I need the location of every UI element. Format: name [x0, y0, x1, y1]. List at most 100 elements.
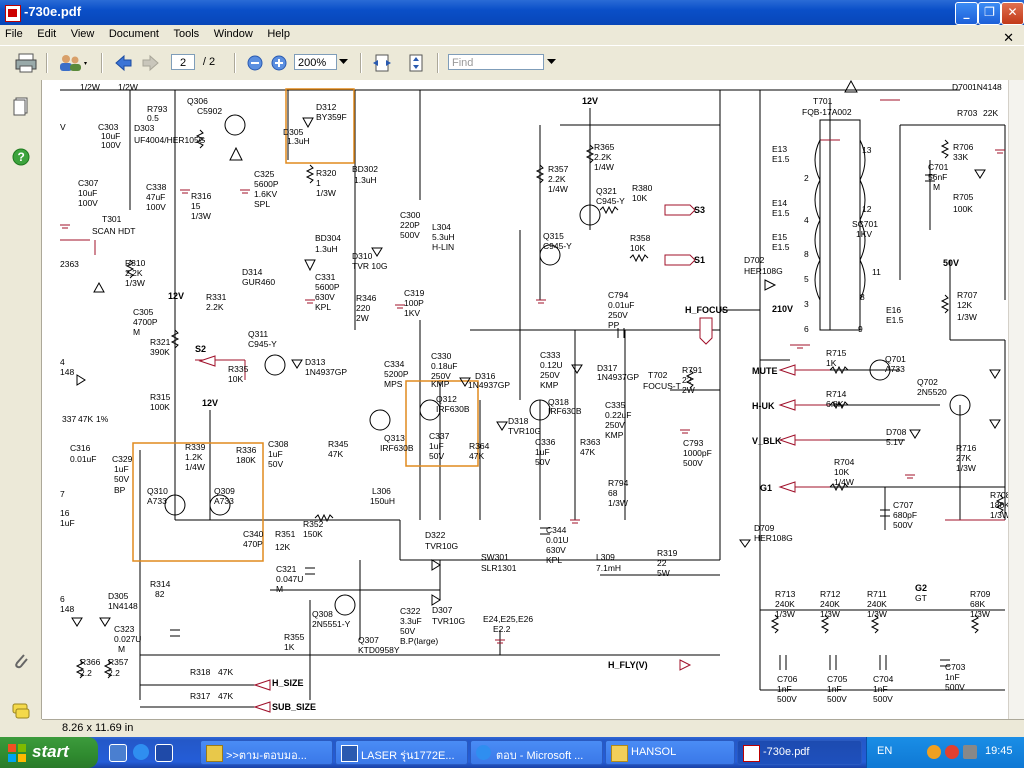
- svg-text:8: 8: [860, 292, 865, 302]
- svg-text:0.01U: 0.01U: [546, 535, 569, 545]
- menu-edit[interactable]: Edit: [37, 28, 57, 40]
- menu-tools[interactable]: Tools: [173, 28, 200, 40]
- start-button[interactable]: start: [0, 737, 98, 768]
- svg-text:Q308: Q308: [312, 609, 333, 619]
- comments-icon[interactable]: [11, 701, 31, 721]
- svg-text:A733: A733: [214, 496, 234, 506]
- zoom-input[interactable]: 200%: [294, 54, 337, 70]
- menu-file[interactable]: File: [5, 28, 23, 40]
- menu-document[interactable]: Document: [108, 28, 159, 40]
- svg-text:1.3uH: 1.3uH: [315, 244, 338, 254]
- svg-text:50V: 50V: [429, 451, 444, 461]
- pages-icon[interactable]: [11, 96, 31, 116]
- svg-text:D316: D316: [475, 371, 496, 381]
- task-outlook[interactable]: >>ตาม-ตอบมอ...: [200, 740, 333, 765]
- print-button[interactable]: [12, 52, 40, 74]
- internet-explorer-icon[interactable]: [133, 744, 149, 760]
- language-indicator[interactable]: EN: [877, 745, 893, 757]
- find-input[interactable]: Find: [448, 54, 544, 70]
- svg-text:630V: 630V: [546, 545, 566, 555]
- svg-text:16: 16: [60, 508, 70, 518]
- help-icon[interactable]: ?: [11, 147, 31, 167]
- vertical-scrollbar[interactable]: [1008, 80, 1024, 719]
- find-people-button[interactable]: [56, 52, 90, 74]
- svg-text:SC701: SC701: [852, 219, 878, 229]
- svg-text:680pF: 680pF: [893, 510, 917, 520]
- zoom-in-button[interactable]: [268, 52, 290, 74]
- svg-text:1/3W: 1/3W: [775, 609, 795, 619]
- attachments-icon[interactable]: [11, 651, 31, 671]
- svg-text:10K: 10K: [632, 193, 647, 203]
- svg-text:KMP: KMP: [605, 430, 624, 440]
- menu-help[interactable]: Help: [267, 28, 290, 40]
- menu-window[interactable]: Window: [213, 28, 253, 40]
- zoom-dropdown[interactable]: [337, 54, 350, 70]
- volume-icon[interactable]: [963, 745, 977, 759]
- svg-text:5600P: 5600P: [315, 282, 340, 292]
- svg-text:5600P: 5600P: [254, 179, 279, 189]
- tray-app-icon[interactable]: [927, 745, 941, 759]
- fit-width-button[interactable]: [370, 52, 394, 74]
- minimize-button[interactable]: _: [955, 2, 978, 25]
- svg-text:R704: R704: [834, 457, 855, 467]
- svg-text:C307: C307: [78, 178, 99, 188]
- svg-text:C794: C794: [608, 290, 629, 300]
- svg-text:Q310: Q310: [147, 486, 168, 496]
- next-page-button[interactable]: [138, 52, 164, 74]
- svg-text:TVR10G: TVR10G: [432, 616, 465, 626]
- svg-text:R713: R713: [775, 589, 796, 599]
- svg-text:15: 15: [191, 201, 201, 211]
- zoom-out-button[interactable]: [244, 52, 266, 74]
- svg-text:R355: R355: [284, 632, 305, 642]
- maximize-button[interactable]: ❐: [978, 2, 1001, 25]
- svg-text:BP: BP: [114, 485, 126, 495]
- svg-text:M: M: [276, 584, 283, 594]
- task-browser[interactable]: ตอบ - Microsoft ...: [470, 740, 603, 765]
- svg-text:C338: C338: [146, 182, 167, 192]
- find-dropdown[interactable]: [545, 54, 558, 70]
- browser-icon: [476, 745, 491, 760]
- svg-text:R703: R703: [957, 108, 978, 118]
- svg-text:R711: R711: [867, 589, 887, 599]
- svg-text:Q702: Q702: [917, 377, 938, 387]
- task-word-laser[interactable]: LASER รุ่น1772E...: [335, 740, 468, 765]
- svg-text:2.2: 2.2: [80, 668, 92, 678]
- svg-text:100V: 100V: [146, 202, 166, 212]
- svg-text:R315: R315: [150, 392, 171, 402]
- svg-text:V_BLK: V_BLK: [752, 436, 782, 446]
- svg-text:R339: R339: [185, 442, 206, 452]
- svg-text:H_FOCUS: H_FOCUS: [685, 305, 728, 315]
- svg-text:2363: 2363: [60, 259, 79, 269]
- close-button[interactable]: ✕: [1001, 2, 1024, 25]
- taskbar: start >>ตาม-ตอบมอ... LASER รุ่น1772E... …: [0, 737, 1024, 768]
- previous-page-button[interactable]: [110, 52, 136, 74]
- tray-antivirus-icon[interactable]: [945, 745, 959, 759]
- svg-text:2.2K: 2.2K: [548, 174, 566, 184]
- media-player-icon[interactable]: [155, 744, 173, 762]
- svg-text:T301: T301: [102, 214, 122, 224]
- task-pdf[interactable]: -730e.pdf: [737, 740, 862, 765]
- svg-text:220: 220: [356, 303, 370, 313]
- svg-text:7: 7: [60, 489, 65, 499]
- svg-text:47K: 47K: [218, 691, 233, 701]
- svg-text:1KV: 1KV: [404, 308, 420, 318]
- menu-view[interactable]: View: [70, 28, 95, 40]
- document-close-icon[interactable]: ✕: [1003, 30, 1014, 45]
- folder-icon: [611, 745, 628, 762]
- fit-page-button[interactable]: [404, 52, 428, 74]
- task-label: LASER รุ่น1772E...: [361, 750, 455, 762]
- svg-text:C704: C704: [873, 674, 894, 684]
- svg-text:R364: R364: [469, 441, 490, 451]
- svg-text:C322: C322: [400, 606, 421, 616]
- svg-text:0.027U: 0.027U: [114, 634, 141, 644]
- outlook-quicklaunch-icon[interactable]: [109, 744, 127, 762]
- page-number-input[interactable]: 2: [171, 54, 195, 70]
- task-hansol-folder[interactable]: HANSOL: [605, 740, 735, 765]
- svg-text:2N5551-Y: 2N5551-Y: [312, 619, 351, 629]
- task-label: -730e.pdf: [763, 746, 810, 758]
- svg-text:R335: R335: [228, 364, 249, 374]
- svg-text:11: 11: [872, 267, 881, 277]
- navigation-pane: ?: [0, 80, 42, 719]
- svg-text:50V: 50V: [268, 459, 283, 469]
